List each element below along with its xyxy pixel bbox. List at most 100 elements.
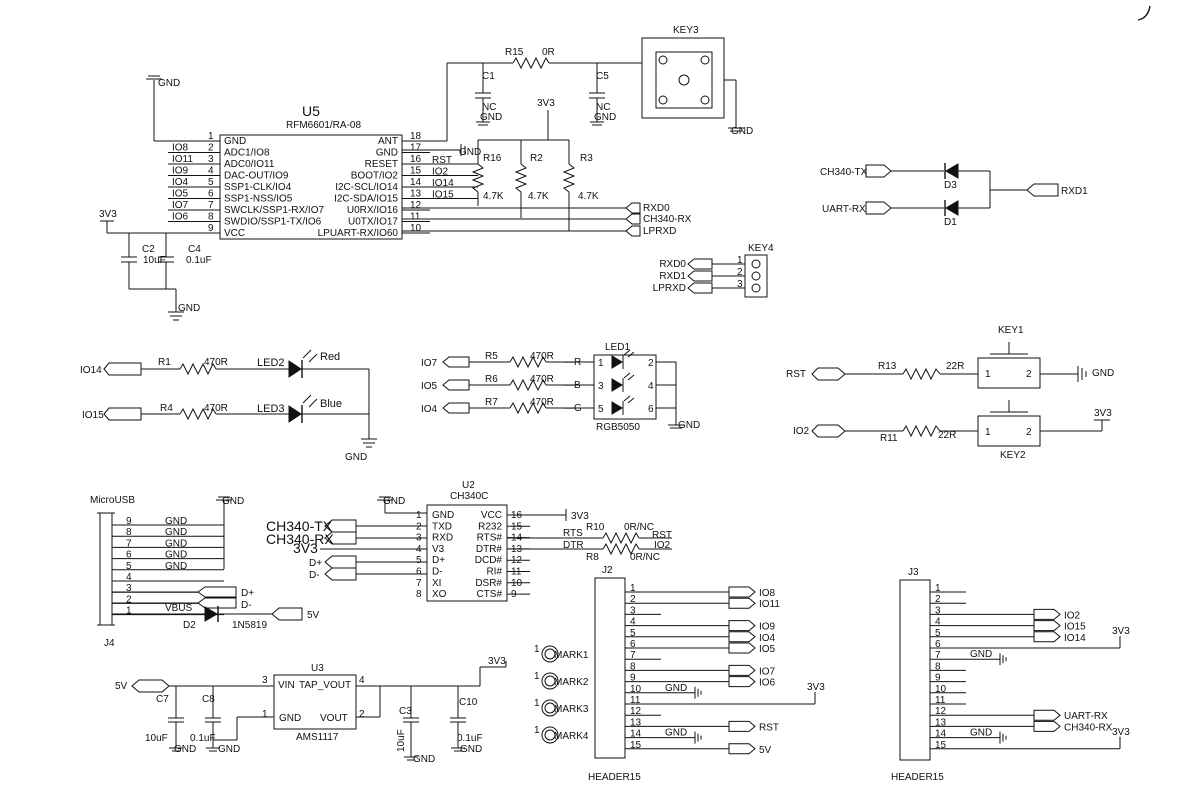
mark-label: MARK1 xyxy=(554,650,589,661)
uart-port-label: LPRXD xyxy=(643,226,676,237)
u5-right-net: IO15 xyxy=(432,190,454,201)
j3pins-pin-number: 1 xyxy=(935,583,941,594)
usb-pin-number: 5 xyxy=(126,561,132,572)
mark-label: MARK2 xyxy=(554,677,589,688)
u5-right-pin-name: ANT xyxy=(378,136,398,147)
c2-ref: C2 xyxy=(142,244,155,255)
u5-left-pin-name: SWCLK/SSP1-RX/IO7 xyxy=(224,205,324,216)
u2-left-pin-name: GND xyxy=(432,510,454,521)
u5-right-pin-number: 13 xyxy=(410,189,422,200)
j2pins-pin-number: 15 xyxy=(630,740,642,751)
rgb-net-label: IO7 xyxy=(421,358,438,369)
u2-left-pin-name: RXD xyxy=(432,533,453,544)
j2pins-pin-number: 2 xyxy=(630,594,636,605)
r11-ref: R11 xyxy=(880,433,898,444)
usb-pin-net: GND xyxy=(165,516,187,527)
u2-left-pin-name: TXD xyxy=(432,521,452,532)
j3-part: HEADER15 xyxy=(891,772,944,783)
j2pins-pin-number: 3 xyxy=(630,605,636,616)
usb-d2-part: 1N5819 xyxy=(232,620,267,631)
u5-right-pin-name: RESET xyxy=(365,159,398,170)
u5-left-pin-name: SWDIO/SSP1-TX/IO6 xyxy=(224,217,322,228)
antenna-section: R15 0R C1 NC GND C5 NC GND KEY3 GN xyxy=(402,25,753,142)
c10-value: 0.1uF xyxy=(457,733,483,744)
j3pins-pin-number: 7 xyxy=(935,650,941,661)
j2pins-pin-number: 6 xyxy=(630,639,636,650)
j3pins-pin-number: 13 xyxy=(935,717,947,728)
u5-left-net: IO5 xyxy=(172,189,189,200)
j2pins-net: IO9 xyxy=(759,622,776,633)
key2-pin1: 1 xyxy=(985,427,991,438)
u5-left-pin-number: 8 xyxy=(208,212,214,223)
u3-ref: U3 xyxy=(311,663,324,674)
j3pins-pin-number: 4 xyxy=(935,617,941,628)
u2-r8-value: 0R/NC xyxy=(630,552,660,563)
u2-right-pin-name: R232 xyxy=(478,521,502,532)
u2-left-pin-number: 6 xyxy=(416,567,422,578)
key-net-io2: IO2 xyxy=(793,426,810,437)
u5-right-pin-number: 11 xyxy=(410,212,421,223)
j3pins-pin-number: 2 xyxy=(935,594,941,605)
u5-right-pin-name: I2C-SCL/IO14 xyxy=(335,182,398,193)
u5-right-pin-number: 10 xyxy=(410,223,422,234)
u3-vout: VOUT xyxy=(320,713,348,724)
led2-color: Red xyxy=(320,351,340,363)
led2-ref: LED2 xyxy=(257,357,285,369)
j2pins-net: GND xyxy=(665,683,687,694)
rgb-resistor-value: 470R xyxy=(530,374,554,385)
c4-value: 0.1uF xyxy=(186,255,212,266)
u3-p4: 4 xyxy=(359,675,365,686)
diode-out-rxd1: RXD1 xyxy=(1061,186,1088,197)
j2pins-pin-number: 13 xyxy=(630,717,642,728)
c3-ref: C3 xyxy=(399,706,412,717)
u2-right-pin-name: VCC xyxy=(481,510,502,521)
u5-left-net: IO7 xyxy=(172,200,189,211)
j3pins-net: IO2 xyxy=(1064,610,1081,621)
j3pins-pin-number: 9 xyxy=(935,673,941,684)
j3pins-net: 3V3 xyxy=(1112,626,1130,637)
j2pins-net: IO7 xyxy=(759,666,776,677)
u5-left-net: IO6 xyxy=(172,212,189,223)
j2pins-pin-number: 1 xyxy=(630,583,636,594)
mark-label: MARK3 xyxy=(554,704,589,715)
c4-ref: C4 xyxy=(188,244,201,255)
key-net-rst: RST xyxy=(786,369,806,380)
gnd-pin17-label: GND xyxy=(459,147,481,158)
key1-pin1: 1 xyxy=(985,369,991,380)
key4-net-label: RXD0 xyxy=(659,259,686,270)
r16-value: 4.7K xyxy=(483,191,504,202)
reset-boot-keys: RST R13 22R KEY1 1 2 GND IO2 R11 22R 1 2… xyxy=(786,325,1114,461)
u5-right-net: RST xyxy=(432,155,452,166)
u5-right-pin-name: U0RX/IO16 xyxy=(347,205,399,216)
key4-net-label: RXD1 xyxy=(659,271,686,282)
usb-pin-number: 9 xyxy=(126,516,132,527)
r13-value: 22R xyxy=(946,361,964,372)
j2pins-net: IO11 xyxy=(759,599,780,610)
usb-ref: J4 xyxy=(104,638,115,649)
u5-left-net: IO9 xyxy=(172,166,189,177)
j2pins-pin-number: 8 xyxy=(630,661,636,672)
usb-vbus: VBUS xyxy=(165,603,193,614)
j3pins-net: IO14 xyxy=(1064,633,1086,644)
rgb-resistor-value: 470R xyxy=(530,397,554,408)
key2-pin2: 2 xyxy=(1026,427,1032,438)
r4-value: 470R xyxy=(204,403,228,414)
u3-p2: 2 xyxy=(359,709,365,720)
u5-left-pin-number: 6 xyxy=(208,189,214,200)
c7-ref: C7 xyxy=(156,694,169,705)
key2-ref: KEY2 xyxy=(1000,450,1026,461)
j3-ref: J3 xyxy=(908,567,919,578)
j2pins-pin-number: 14 xyxy=(630,729,642,740)
j2pins-net: IO5 xyxy=(759,644,776,655)
rgb-net-label: IO5 xyxy=(421,381,438,392)
u5-right-pin-name: BOOT/IO2 xyxy=(351,171,399,182)
j3pins-pin-number: 8 xyxy=(935,661,941,672)
u5-left-net: IO4 xyxy=(172,177,189,188)
j3pins-pin-number: 3 xyxy=(935,605,941,616)
j2-ref: J2 xyxy=(602,565,613,576)
u2-dp: D+ xyxy=(309,558,322,569)
u2-ch340tx: CH340-TX xyxy=(266,518,333,534)
